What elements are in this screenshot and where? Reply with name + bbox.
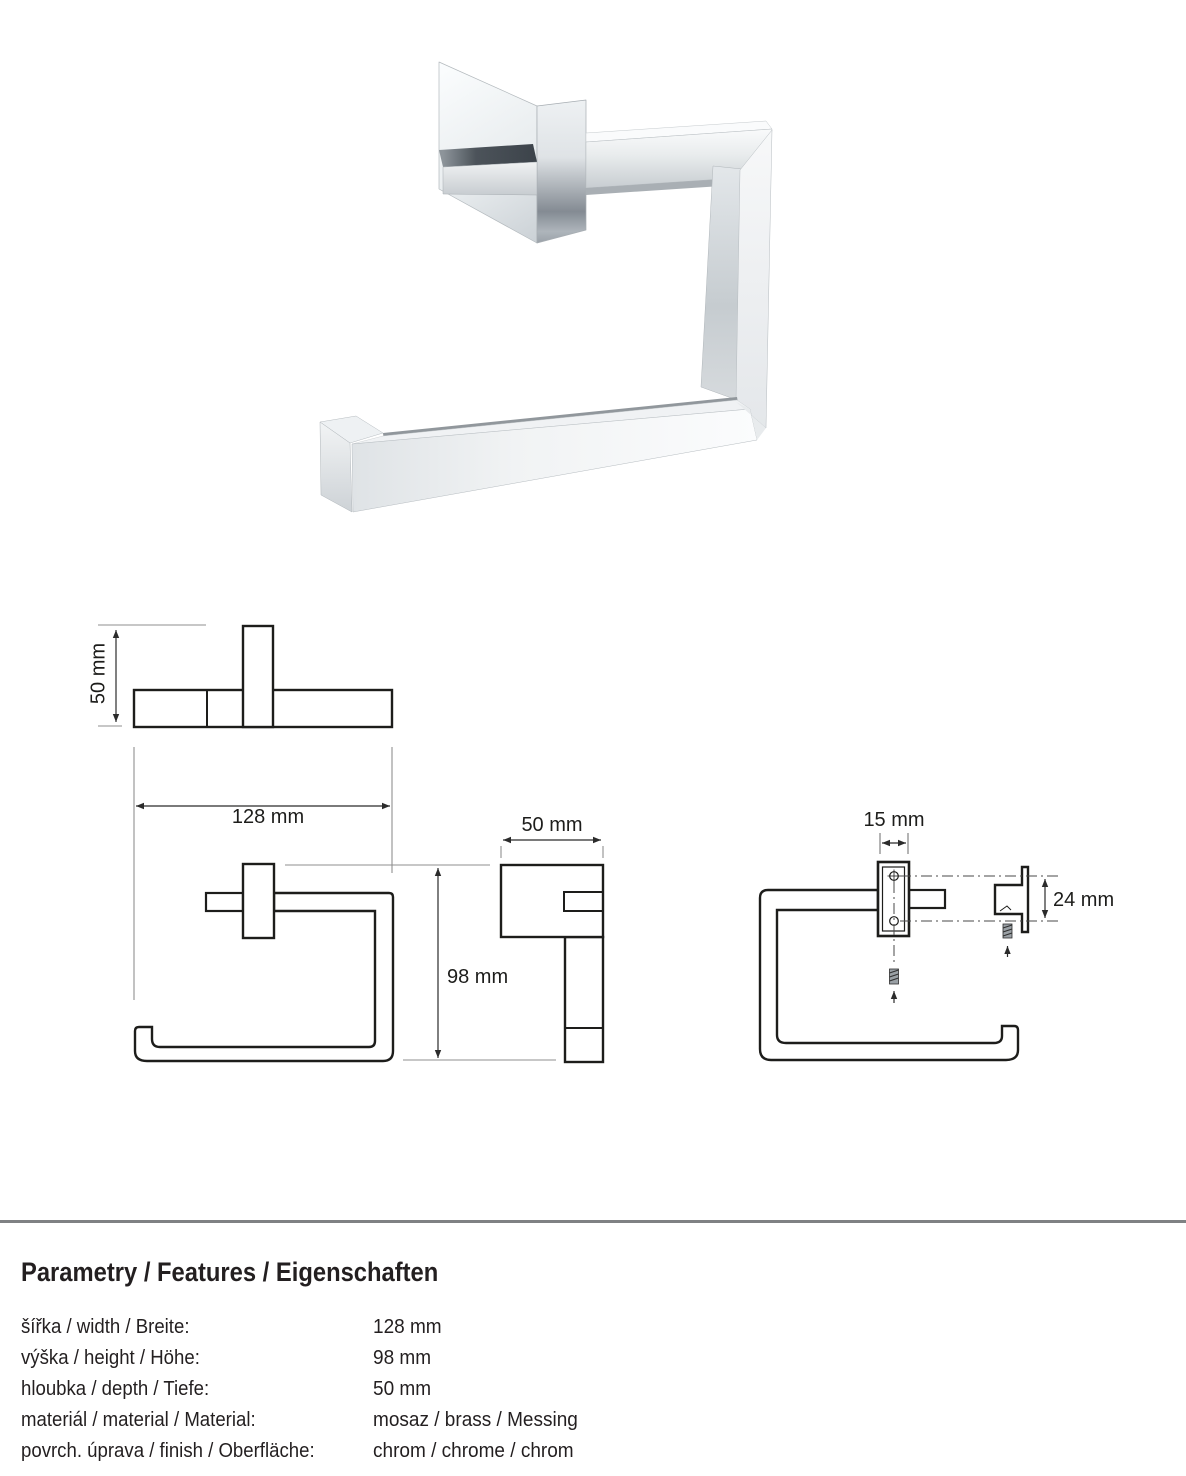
section-separator-line [0, 1220, 1186, 1223]
photo-stub-top-face [439, 144, 537, 167]
mounting-screws [889, 923, 1013, 1003]
side-view-ring-profile [563, 935, 605, 1064]
drawing-side-view [499, 863, 605, 1064]
dimension-height [285, 864, 556, 1061]
feature-value: 128 mm [373, 1316, 442, 1338]
mounting-view-ring [758, 888, 1020, 1062]
mounting-view-arm-stub [907, 888, 947, 910]
front-view-wall-plate [241, 862, 276, 940]
feature-value: chrom / chrome / chrom [373, 1440, 574, 1462]
feature-value: 98 mm [373, 1347, 432, 1369]
side-view-mount-block [499, 863, 605, 939]
screw-icon [1002, 923, 1013, 939]
dim-label-depth-top: 50 mm [87, 642, 110, 705]
feature-label: výška / height / Höhe: [21, 1347, 200, 1369]
wall-bracket [993, 865, 1030, 934]
feature-row: povrch. úprava / finish / Oberfläche: ch… [0, 1439, 1186, 1465]
top-view-mount-stem [241, 624, 275, 729]
drawing-front-view [133, 862, 395, 1063]
photo-right-bar-front-face [735, 129, 773, 429]
feature-row: výška / height / Höhe: 98 mm [0, 1346, 1186, 1372]
feature-label: materiál / material / Material: [21, 1409, 256, 1431]
dim-label-height: 98 mm [447, 966, 509, 988]
features-title: Parametry / Features / Eigenschaften [21, 1257, 439, 1287]
dimension-plate-width [879, 833, 909, 854]
photo-wall-plate-right-face [536, 99, 587, 244]
dim-label-plate-width: 15 mm [863, 809, 925, 831]
feature-label: šířka / width / Breite: [21, 1316, 190, 1338]
feature-value: 50 mm [373, 1378, 432, 1400]
side-view-arm-notch [563, 891, 604, 912]
wall-bracket-break-mark [999, 905, 1012, 912]
dim-label-width: 128 mm [231, 806, 305, 828]
feature-value: mosaz / brass / Messing [373, 1409, 578, 1431]
dimension-depth-side [500, 836, 604, 858]
photo-hook-front-face [319, 421, 353, 513]
feature-label: hloubka / depth / Tiefe: [21, 1378, 210, 1400]
feature-row: šířka / width / Breite: 128 mm [0, 1315, 1186, 1341]
drawing-top-view [132, 624, 394, 729]
screw-icon [889, 968, 899, 985]
feature-row: materiál / material / Material: mosaz / … [0, 1408, 1186, 1434]
front-view-ring [133, 891, 395, 1063]
dim-label-depth-side: 50 mm [521, 814, 583, 836]
feature-label: povrch. úprava / finish / Oberfläche: [21, 1440, 315, 1462]
dimension-width [133, 747, 393, 1000]
mounting-center-lines [893, 875, 1062, 964]
photo-right-bar-inner-face [700, 165, 743, 401]
dimension-depth-top [98, 624, 206, 727]
dim-label-bracket-height: 24 mm [1053, 889, 1115, 911]
photo-stub-front-face [442, 161, 538, 196]
front-view-arm-stub [204, 891, 245, 913]
feature-row: hloubka / depth / Tiefe: 50 mm [0, 1377, 1186, 1403]
photo-bottom-right-corner-face [736, 402, 766, 440]
product-photo [319, 61, 773, 513]
